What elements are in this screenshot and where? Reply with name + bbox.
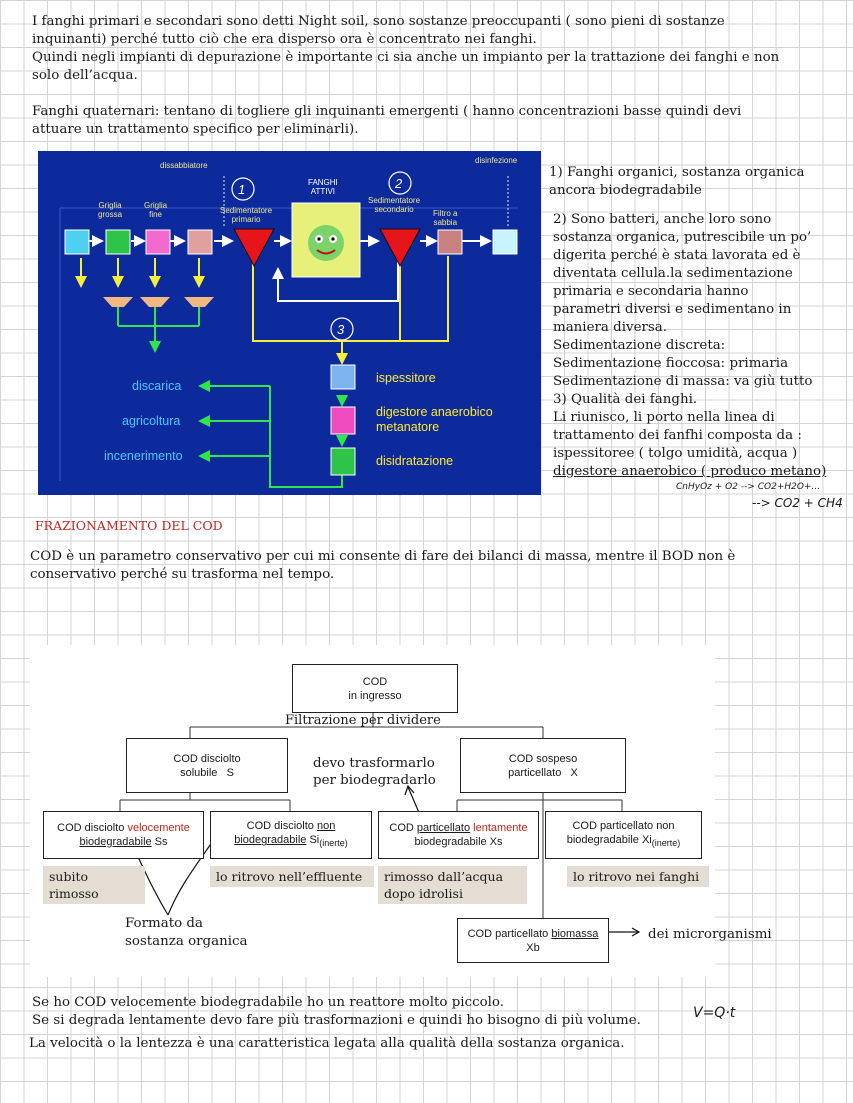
note-line: ispessitoree ( tolgo umidità, acqua )	[553, 446, 798, 461]
label-griglia-grossa: Griglia grossa	[98, 201, 123, 219]
si-inerte: (inerte)	[319, 838, 348, 849]
xs-particellato: particellato	[416, 822, 471, 834]
si-non: non	[316, 820, 336, 833]
xi-label: COD particellato non	[572, 820, 675, 833]
formula-handwritten: --> CO2 + CH4	[752, 496, 843, 510]
ss-velocemente: velocemente	[127, 822, 190, 834]
note-line: trattamento dei fanfhi composta da :	[553, 428, 802, 443]
tag-idrolisi-line2: dopo idrolisi	[384, 886, 463, 901]
si-biodeg: biodegradabile	[234, 834, 307, 847]
note-line: parametri diversi e sedimentano in	[553, 302, 792, 317]
cod-xs-box: COD particellato lentamente biodegradabi…	[378, 811, 539, 859]
ss-symbol: Ss	[151, 836, 168, 848]
label-digestore: digestore anaerobico metanatore	[376, 405, 493, 434]
formato-line: Formato da	[125, 916, 203, 931]
intro-line: I fanghi primari e secondari sono detti …	[32, 14, 725, 29]
intro-line: inquinanti) perché tutto ciò che era dis…	[32, 32, 537, 47]
tag-idrolisi: rimosso dall’acqua dopo idrolisi	[378, 866, 527, 904]
xi-inerte: (inerte)	[651, 838, 681, 849]
cod-sospeso-box: COD sospeso particellato X	[460, 738, 626, 793]
microrganismi-label: dei microrganismi	[648, 927, 772, 942]
cod-xb-box: COD particellato biomassa Xb	[457, 918, 609, 963]
label-sed-primario: Sedimentatore primario	[220, 206, 273, 224]
label-incenerimento: incenerimento	[104, 449, 183, 463]
note-line: primaria e secondaria hanno	[553, 284, 749, 299]
formato-line: sostanza organica	[125, 934, 248, 949]
filtrazione-label: Filtrazione per dividere	[285, 713, 441, 728]
cod-ss-box: COD disciolto velocemente biodegradabile…	[43, 811, 204, 859]
xs-lentamente: lentamente	[470, 822, 528, 834]
note-line: 3) Qualità dei fanghi.	[553, 392, 698, 407]
section-title: FRAZIONAMENTO DEL COD	[35, 518, 223, 533]
footer-line: Se ho COD velocemente biodegradabile ho …	[32, 995, 505, 1010]
label-griglia-fine: Griglia fine	[144, 201, 168, 219]
label-agricoltura: agricoltura	[122, 414, 181, 428]
intro-line: solo dell’acqua.	[32, 68, 138, 83]
hand-mark-1: 1	[238, 182, 246, 197]
note-line: diventata cellula.la sedimentazione	[553, 266, 793, 281]
diagram-lines	[59, 171, 518, 488]
label-disinfezione: disinfezione	[475, 156, 518, 165]
cod-xi-box: COD particellato non biodegradabile Xi(i…	[545, 811, 702, 859]
si-symbol: Si	[306, 834, 320, 847]
xs-label: COD	[389, 822, 417, 834]
section-paragraph: COD è un parametro conservativo per cui …	[30, 549, 736, 564]
note-trasformarlo: devo trasformarlo per biodegradarlo	[313, 756, 436, 788]
label-dissabbiatore: dissabbiatore	[160, 161, 208, 170]
tag-idrolisi-line1: rimosso dall’acqua	[384, 869, 504, 884]
ss-label: COD disciolto	[57, 822, 128, 834]
note-line: maniera diversa.	[553, 320, 668, 335]
hand-mark-3: 3	[337, 322, 345, 337]
formula-handwritten: CnHyOz + O2 --> CO2+H2O+...	[676, 482, 821, 492]
formula-v-qt: V=Q·t	[693, 1005, 736, 1021]
intro-line: attuare un trattamento specifico per eli…	[32, 122, 359, 137]
xs-biodeg: biodegradabile Xs	[414, 836, 503, 848]
tag-effluente: lo ritrovo nell’effluente	[210, 866, 374, 887]
label-sed-secondario: Sedimentatore secondario	[368, 196, 421, 214]
section-paragraph: conservativo perché su trasforma nel tem…	[30, 567, 335, 582]
note-line: digestore anaerobico ( produco metano)	[553, 464, 827, 479]
note-line: Sedimentazione discreta:	[553, 338, 726, 353]
xb-label: COD particellato	[467, 927, 552, 940]
tag-subito-rimosso: subito rimosso	[43, 866, 145, 904]
treatment-plant-diagram: dissabbiatore disinfezione Griglia gross…	[38, 151, 541, 495]
note-line: sostanza organica, putrescibile un po’	[553, 230, 812, 245]
hand-mark-2: 2	[395, 176, 403, 191]
cod-si-box: COD disciolto non biodegradabile Si(iner…	[210, 811, 372, 859]
si-label: COD disciolto	[246, 820, 317, 833]
label-fanghi-attivi: FANGHI ATTIVI	[308, 178, 338, 196]
intro-line: Quindi negli impianti di depurazione è i…	[32, 50, 780, 65]
intro-line: Fanghi quaternari: tentano di togliere g…	[32, 104, 742, 119]
note-line: Sedimentazione fioccosa: primaria	[553, 356, 789, 371]
xb-symbol: Xb	[526, 941, 540, 954]
note-line: ancora biodegradabile	[549, 183, 702, 198]
footer-line: La velocità o la lentezza è una caratter…	[29, 1036, 625, 1051]
note-line: Li riunisco, li porto nella linea di	[553, 410, 775, 425]
xb-biomassa: biomassa	[551, 927, 599, 940]
note-line: Sedimentazione di massa: va giù tutto	[553, 374, 813, 389]
tag-fanghi: lo ritrovo nei fanghi	[567, 866, 709, 887]
ss-biodeg: biodegradabile	[79, 836, 152, 848]
xi-biodeg: biodegradabile Xi	[566, 834, 652, 847]
label-ispessitore: ispessitore	[376, 371, 436, 385]
cod-ingresso-box: COD in ingresso	[292, 664, 458, 713]
footer-line: Se si degrada lentamente devo fare più t…	[32, 1013, 641, 1028]
label-discarica: discarica	[132, 379, 182, 393]
label-disidratazione: disidratazione	[376, 454, 454, 468]
note-line: digerita perché è stata lavorata ed è	[553, 248, 801, 263]
note-line: 1) Fanghi organici, sostanza organica	[549, 165, 805, 180]
label-filtro: Filtro a sabbia	[433, 209, 458, 227]
note-line: 2) Sono batteri, anche loro sono	[553, 212, 772, 227]
cod-disciolto-box: COD disciolto solubile S	[126, 738, 288, 793]
